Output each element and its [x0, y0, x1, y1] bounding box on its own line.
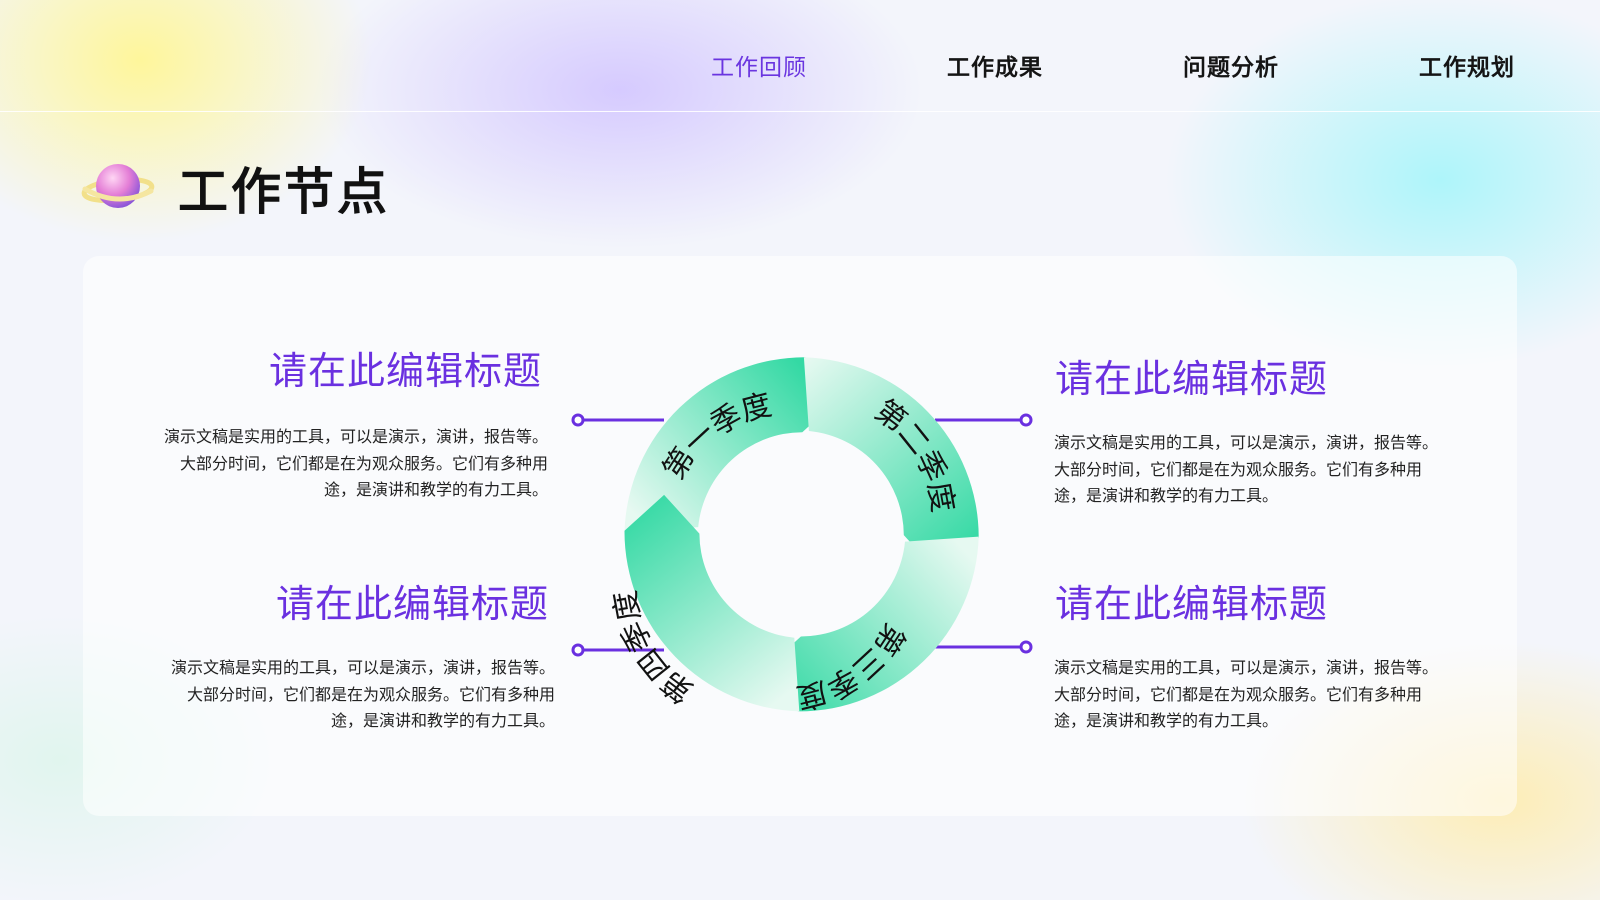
- cycle-segment-q4: [624, 494, 800, 712]
- top-nav: 工作回顾 工作成果 问题分析 工作规划: [0, 0, 1600, 112]
- block-title-left-bottom: 请在此编辑标题: [276, 582, 550, 626]
- block-title-right-bottom: 请在此编辑标题: [1055, 582, 1329, 626]
- nav-tab-work-results[interactable]: 工作成果: [947, 55, 1043, 81]
- block-title-left-top: 请在此编辑标题: [269, 349, 543, 393]
- planet-icon: [81, 164, 155, 208]
- nav-tab-problem-analysis[interactable]: 问题分析: [1183, 55, 1279, 81]
- cycle-segment-q1: [624, 357, 841, 533]
- content-card: [83, 256, 1517, 816]
- block-text-left-top: 演示文稿是实用的工具，可以是演示，演讲，报告等。大部分时间，它们都是在为观众服务…: [163, 427, 548, 499]
- nav-tab-work-review[interactable]: 工作回顾: [711, 55, 807, 81]
- block-title-right-top: 请在此编辑标题: [1055, 357, 1329, 401]
- block-text-left-bottom: 演示文稿是实用的工具，可以是演示，演讲，报告等。大部分时间，它们都是在为观众服务…: [170, 658, 555, 730]
- block-text-right-top: 演示文稿是实用的工具，可以是演示，演讲，报告等。大部分时间，它们都是在为观众服务…: [1054, 433, 1439, 505]
- cycle-segment-q3: [762, 536, 979, 712]
- page-title: 工作节点: [178, 163, 390, 221]
- nav-tab-work-plan[interactable]: 工作规划: [1419, 55, 1515, 81]
- block-text-right-bottom: 演示文稿是实用的工具，可以是演示，演讲，报告等。大部分时间，它们都是在为观众服务…: [1054, 658, 1439, 730]
- cycle-segment-q2: [803, 357, 979, 574]
